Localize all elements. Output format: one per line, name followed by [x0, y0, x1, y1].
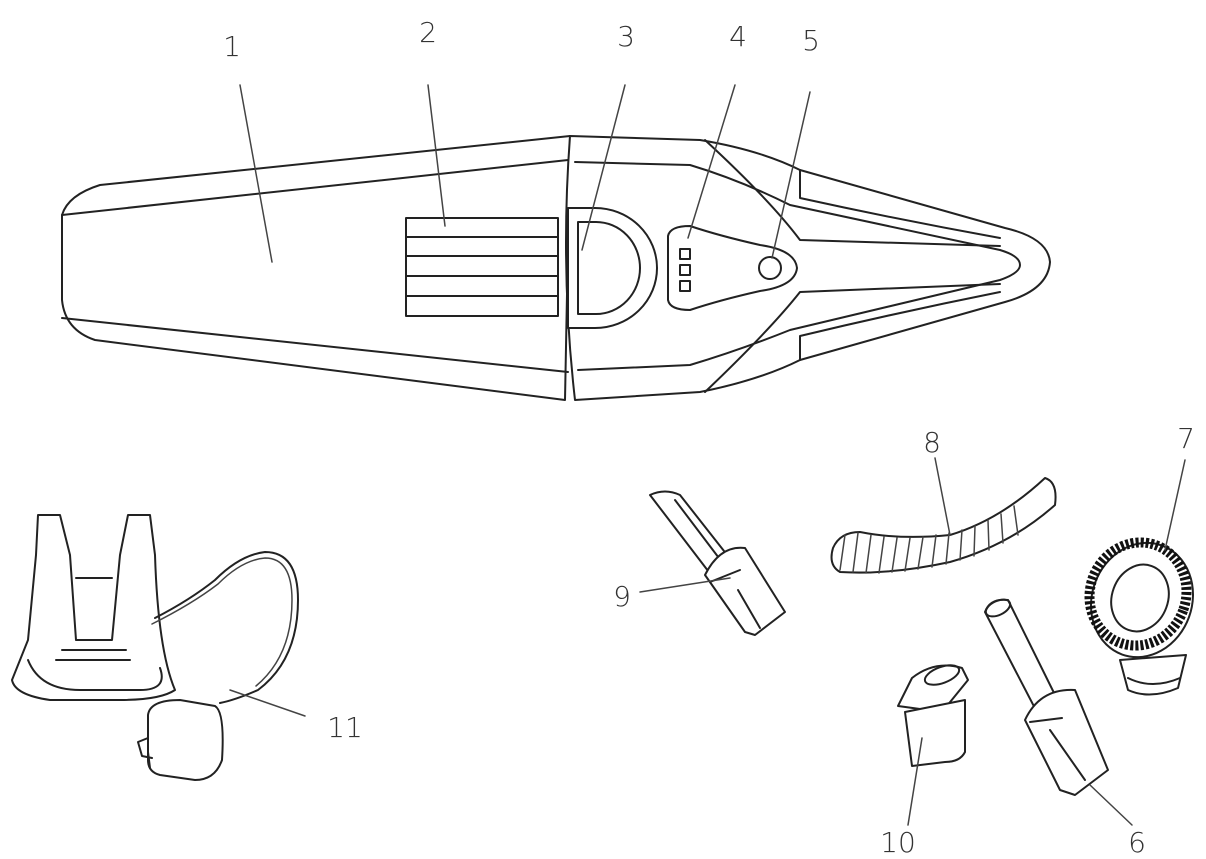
vacuum-body — [61, 135, 1051, 401]
indicator-light — [679, 248, 691, 260]
brush-tool-center — [1110, 563, 1170, 633]
upholstery-tool-body — [904, 699, 966, 767]
leader-line-9 — [639, 577, 731, 593]
charging-base-inner — [27, 659, 163, 691]
leader-line-11 — [229, 689, 306, 717]
handle-opening-bottom — [799, 291, 1001, 361]
handle-opening-top — [799, 169, 1001, 239]
upholstery-tool — [897, 664, 969, 767]
charging-cable — [154, 551, 299, 704]
dust-container-inner-bottom — [61, 317, 569, 373]
dusting-nozzle — [984, 598, 1109, 796]
callout-6: 6 — [1128, 826, 1146, 859]
callout-numbers: 1 2 3 4 5 8 7 9 11 10 6 — [223, 16, 1195, 859]
crevice-tool-body — [704, 546, 786, 636]
leader-lines — [229, 84, 1186, 826]
callout-2: 2 — [419, 16, 437, 49]
charging-base — [11, 514, 299, 781]
leader-line-3 — [581, 84, 626, 251]
brush-tool-bristles — [1084, 537, 1192, 651]
dust-container-inner-top — [61, 159, 569, 216]
leader-line-10 — [907, 737, 923, 826]
leader-line-4 — [687, 84, 736, 239]
dusting-nozzle-tube-end — [984, 598, 1012, 618]
callout-11: 11 — [327, 711, 363, 744]
handle-grip-top — [704, 139, 1001, 247]
leader-line-8 — [934, 457, 951, 536]
leader-line-5 — [771, 91, 811, 259]
handle-inner-top — [574, 161, 1021, 371]
filter-vent — [405, 217, 559, 317]
handle-grip-bottom — [704, 283, 1001, 393]
dusting-nozzle-body-edge — [1029, 717, 1086, 781]
leader-line-1 — [239, 84, 273, 263]
callout-4: 4 — [729, 20, 747, 53]
power-switch — [758, 256, 782, 280]
release-button-outer — [567, 207, 658, 329]
callout-9: 9 — [613, 580, 631, 613]
charging-base-slot — [55, 577, 131, 661]
leader-line-6 — [1089, 784, 1133, 826]
upholstery-tool-opening — [923, 664, 961, 686]
callout-7: 7 — [1177, 422, 1195, 455]
callout-5: 5 — [802, 24, 820, 57]
indicator-panel — [667, 225, 798, 311]
brush-tool-neck — [1119, 654, 1187, 696]
charging-base-outline — [11, 514, 176, 701]
charging-adapter — [147, 699, 224, 781]
brush-tool — [1084, 537, 1195, 696]
extension-hose-outline — [830, 477, 1057, 574]
brush-tool-neck-ring — [1127, 677, 1181, 685]
charging-cable-inner — [151, 557, 293, 687]
extension-hose — [830, 477, 1057, 574]
callout-1: 1 — [223, 30, 241, 63]
leader-line-7 — [1164, 459, 1186, 551]
release-button-inner — [577, 221, 641, 315]
extension-hose-ribs — [839, 505, 1019, 574]
leader-line-2 — [427, 84, 446, 227]
callout-3: 3 — [617, 20, 635, 53]
indicator-light — [679, 264, 691, 276]
charging-adapter-plug — [137, 737, 153, 769]
dusting-nozzle-body — [1024, 688, 1109, 796]
crevice-tool — [649, 490, 786, 636]
callout-8: 8 — [923, 426, 941, 459]
indicator-light — [679, 280, 691, 292]
callout-10: 10 — [880, 826, 916, 859]
